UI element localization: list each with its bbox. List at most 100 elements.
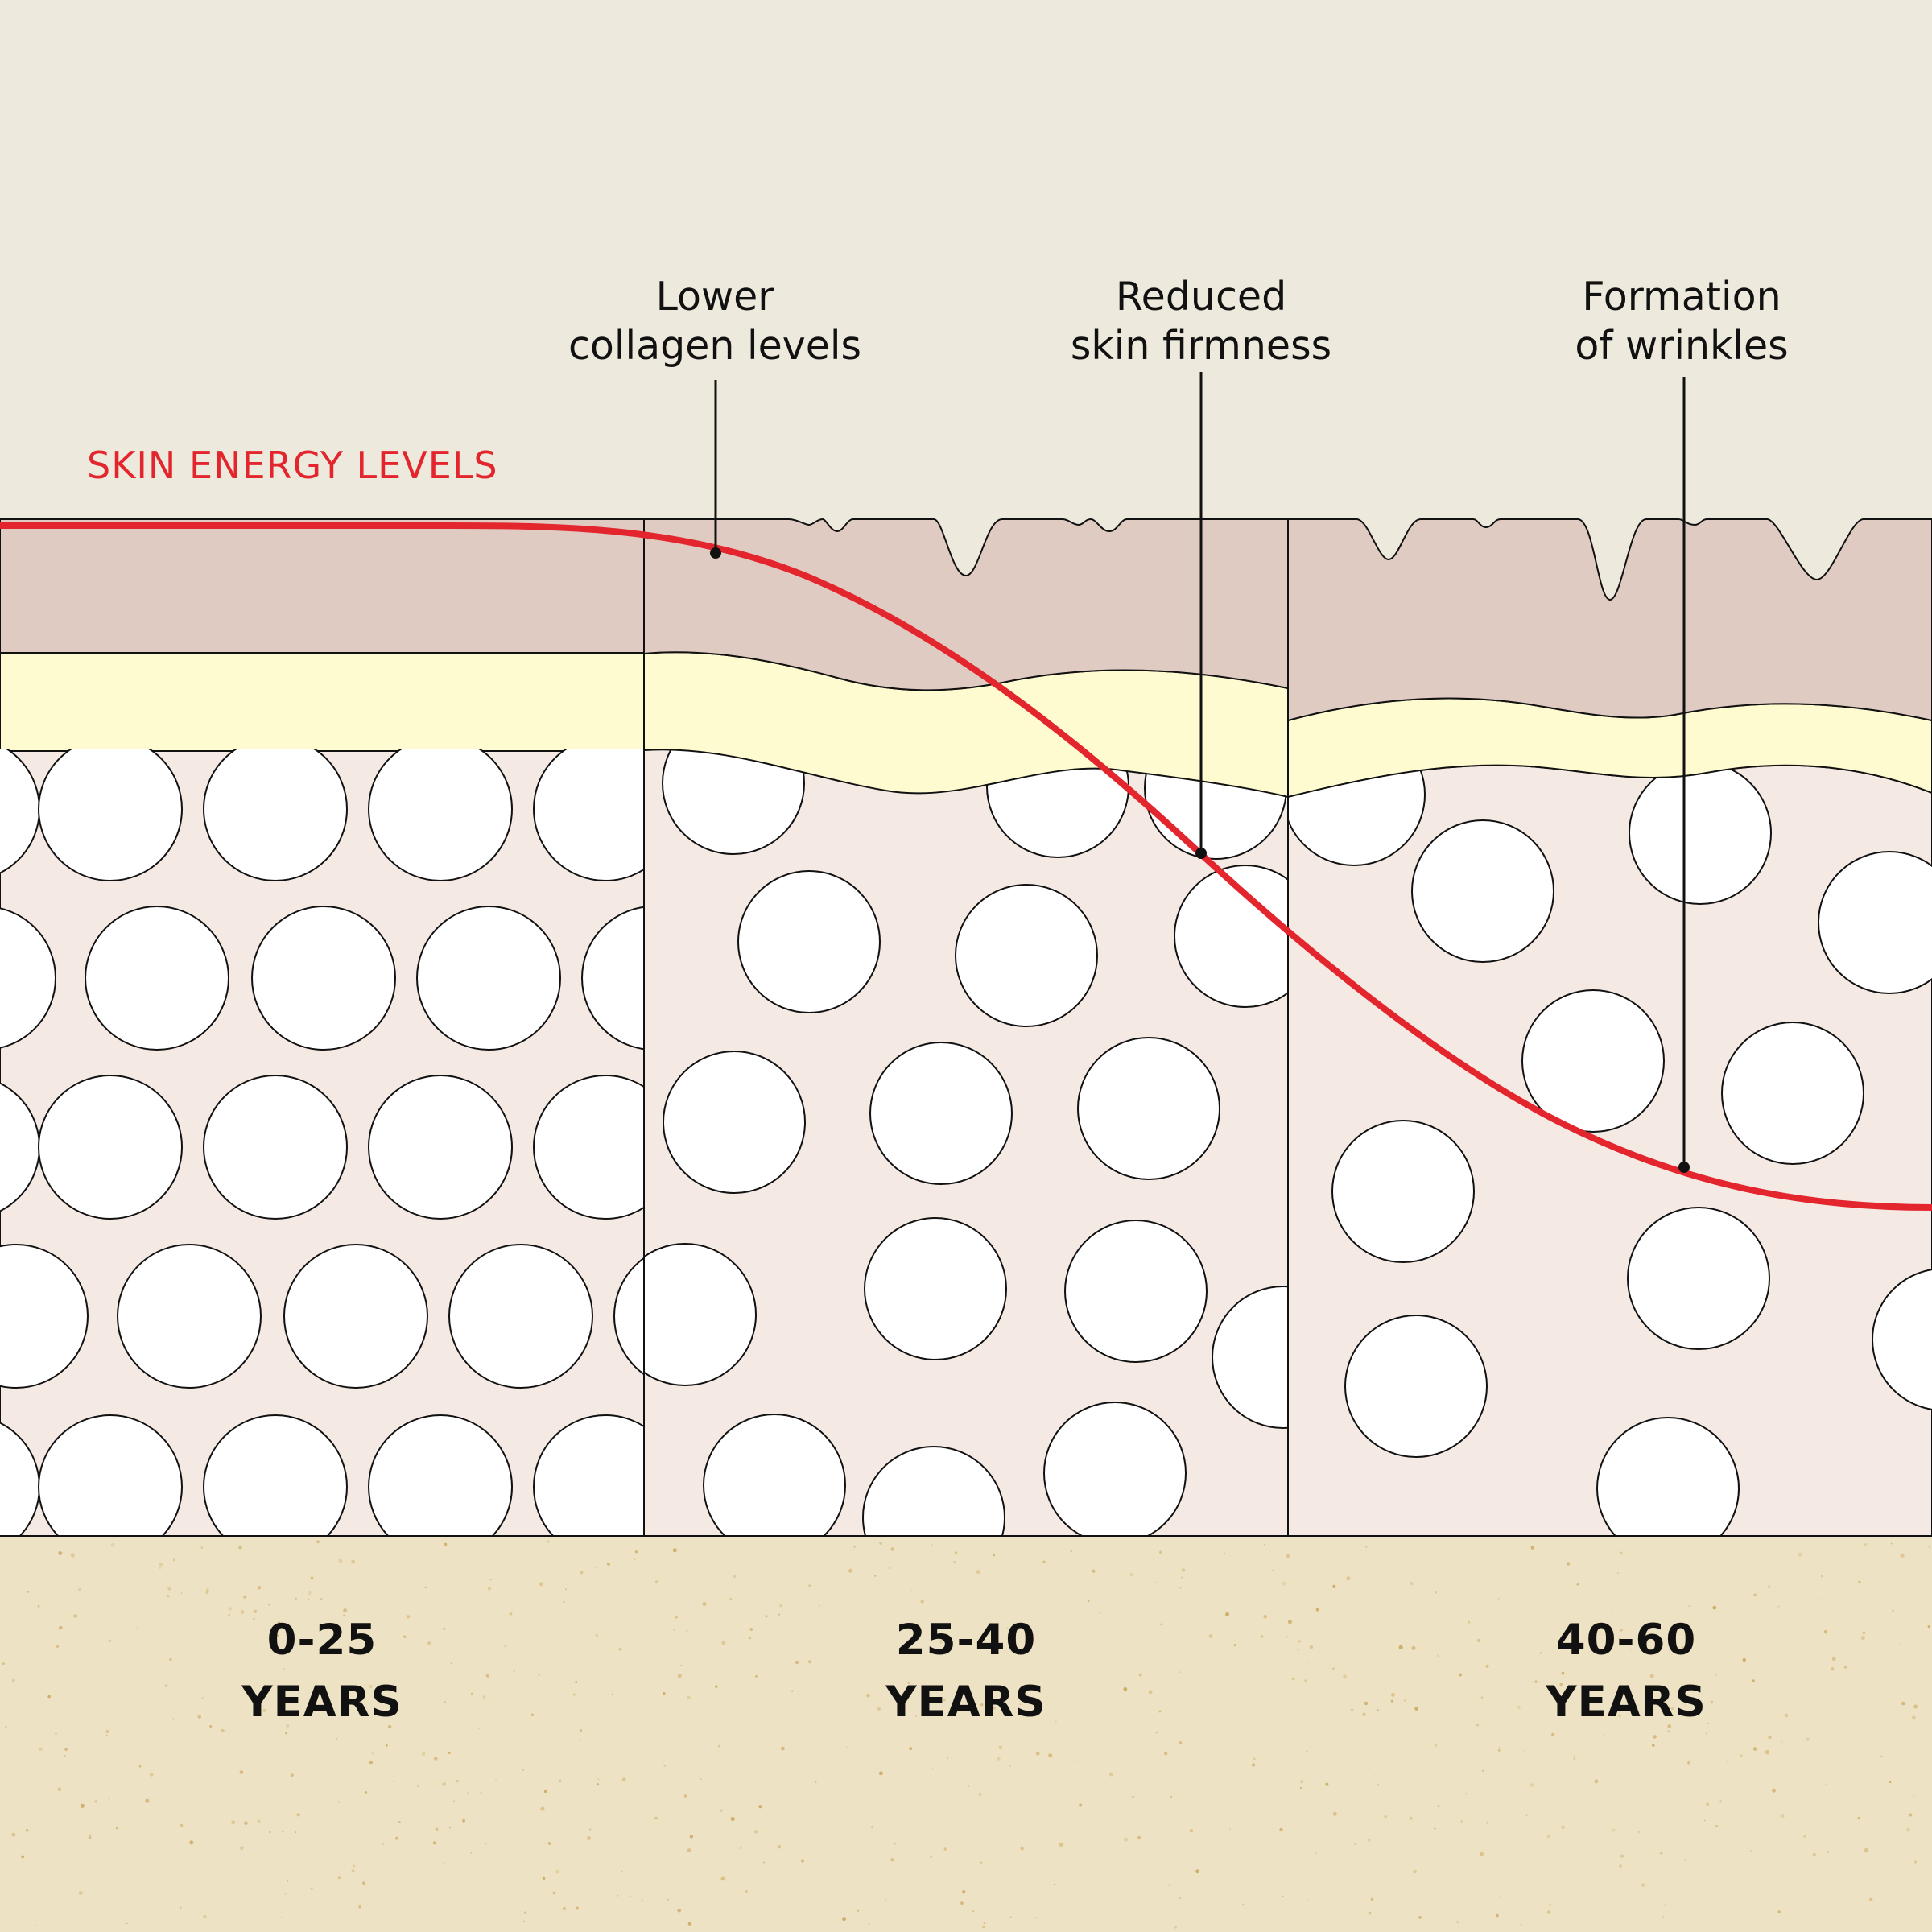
speckle: [758, 1805, 762, 1809]
speckle: [1497, 1748, 1501, 1752]
speckle: [110, 1543, 115, 1547]
speckle: [1900, 1553, 1905, 1558]
speckle: [365, 1791, 368, 1794]
speckle: [594, 1566, 597, 1568]
speckle: [1179, 1671, 1180, 1674]
speckle: [448, 1826, 452, 1829]
speckle: [268, 1604, 270, 1606]
speckle: [11, 1832, 16, 1837]
speckle: [1706, 1802, 1710, 1806]
speckle: [663, 1764, 667, 1767]
speckle: [595, 1633, 598, 1637]
speckle: [1435, 1591, 1437, 1594]
speckle: [159, 1562, 163, 1567]
speckle: [470, 1692, 473, 1695]
speckle: [450, 1662, 452, 1665]
speckle: [308, 1591, 312, 1596]
speckle: [1367, 1838, 1371, 1842]
speckle: [1413, 1869, 1417, 1874]
speckle: [1567, 1562, 1571, 1566]
speckle: [993, 1706, 996, 1710]
speckle: [871, 1826, 873, 1829]
speckle: [686, 1629, 688, 1632]
speckle: [565, 1588, 568, 1591]
speckle: [1710, 1700, 1713, 1704]
speckle: [980, 1861, 983, 1864]
speckle: [54, 1732, 58, 1736]
speckle: [1354, 1843, 1357, 1846]
speckle: [1909, 1813, 1913, 1817]
speckle: [1350, 1708, 1354, 1711]
speckle: [673, 1629, 676, 1631]
speckle: [888, 1567, 891, 1570]
speckle: [1282, 1896, 1284, 1898]
speckle: [1914, 1860, 1917, 1864]
speckle: [478, 1727, 480, 1729]
skin-cell: [1629, 762, 1772, 905]
speckle: [1377, 1784, 1380, 1786]
speckle: [572, 1693, 576, 1696]
speckle: [73, 1614, 77, 1618]
speckle: [998, 1745, 1003, 1749]
speckle: [1309, 1645, 1314, 1649]
speckle: [779, 1604, 782, 1608]
speckle: [1306, 1750, 1308, 1753]
speckle: [1025, 1902, 1027, 1904]
speckle: [444, 1542, 448, 1546]
speckle: [617, 1894, 619, 1897]
speckle: [818, 1604, 820, 1607]
speckle: [960, 1901, 964, 1905]
speckle: [1414, 1707, 1418, 1711]
speckle: [1826, 1850, 1829, 1853]
speckle: [795, 1660, 799, 1665]
speckle: [203, 1914, 207, 1918]
speckle: [1912, 1715, 1916, 1720]
speckle: [115, 1827, 118, 1830]
speckle: [1523, 1749, 1525, 1752]
speckle: [982, 1926, 985, 1929]
speckle: [1368, 1911, 1372, 1915]
speckle: [58, 1551, 63, 1555]
speckle: [634, 1558, 636, 1560]
speckle: [680, 1664, 683, 1667]
speckle: [284, 1893, 287, 1895]
speckle: [702, 1601, 707, 1606]
speckle: [39, 1747, 43, 1752]
speckle: [1124, 1837, 1129, 1842]
speckle: [939, 1640, 943, 1644]
speckle: [687, 1922, 692, 1926]
speckle: [1035, 1917, 1038, 1918]
speckle: [589, 1828, 592, 1831]
speckle: [1661, 1686, 1665, 1690]
speckle: [1618, 1714, 1621, 1717]
skin-cell: [416, 906, 561, 1051]
speckle: [280, 1916, 283, 1918]
speckle: [997, 1757, 1001, 1761]
speckle: [1480, 1696, 1484, 1699]
skin-cell: [1411, 819, 1554, 963]
speckle: [1927, 1625, 1930, 1629]
speckle: [1862, 1631, 1866, 1635]
speckle: [720, 1876, 725, 1881]
speckle: [70, 1553, 75, 1558]
speckle: [672, 1548, 677, 1553]
speckle: [894, 1842, 897, 1845]
speckle: [443, 1627, 446, 1631]
speckle: [108, 1798, 110, 1800]
speckle: [1603, 1734, 1605, 1736]
speckle: [1546, 1910, 1551, 1915]
speckle: [1860, 1636, 1865, 1641]
speckle: [540, 1806, 545, 1811]
speckle: [1251, 1763, 1256, 1767]
speckle: [1485, 1822, 1488, 1824]
speckle: [432, 1841, 436, 1845]
speckle: [729, 1598, 733, 1600]
speckle: [88, 1836, 92, 1839]
speckle: [27, 1591, 30, 1593]
speckle: [909, 1747, 913, 1751]
skin-cell: [663, 1051, 806, 1194]
speckle: [1460, 1820, 1463, 1823]
speckle: [943, 1699, 946, 1702]
speckle: [462, 1818, 465, 1823]
speckle: [296, 1813, 300, 1817]
